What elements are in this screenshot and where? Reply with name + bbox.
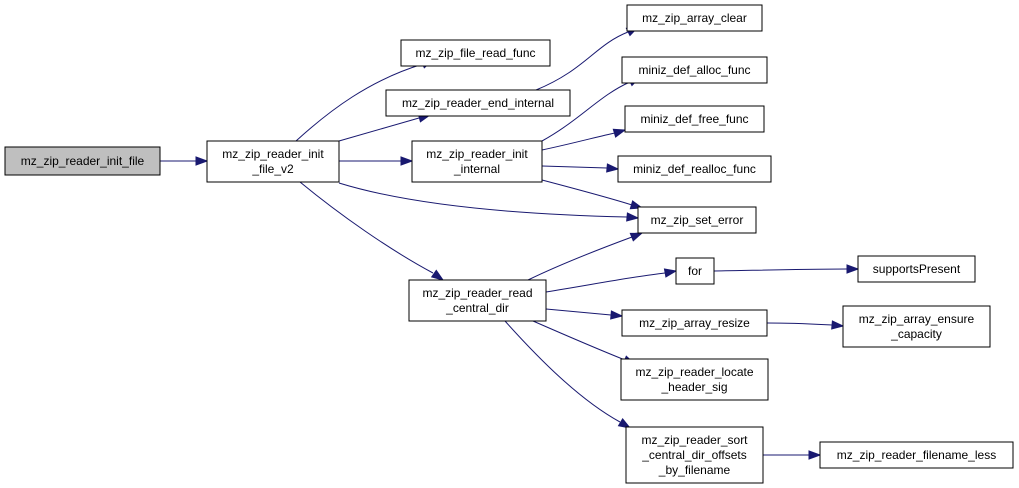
node-label: _capacity	[890, 327, 942, 341]
node-label: miniz_def_free_func	[640, 112, 748, 126]
node-mz-zip-array-ensure-capacity[interactable]: mz_zip_array_ensure_capacity	[842, 305, 991, 348]
arrowhead	[612, 128, 627, 138]
edge-sort-to-fnless	[763, 450, 822, 460]
node-mz-zip-reader-read-central-dir[interactable]: mz_zip_reader_read_central_dir	[408, 279, 547, 322]
node-mz-zip-reader-filename-less[interactable]: mz_zip_reader_filename_less	[819, 441, 1014, 469]
node-miniz-def-alloc-func[interactable]: miniz_def_alloc_func	[621, 56, 768, 84]
edge-line	[295, 63, 424, 142]
arrowhead	[831, 320, 845, 330]
arrowhead	[629, 232, 644, 242]
node-mz-zip-reader-init-file[interactable]: mz_zip_reader_init_file	[4, 146, 161, 176]
node-label: _central_dir	[445, 301, 509, 315]
edge-line	[535, 31, 629, 91]
node-label: _internal	[453, 162, 500, 176]
edge-resize-to-ensure	[766, 320, 845, 330]
edge-line	[532, 320, 626, 361]
edge-for-to-supports	[713, 264, 860, 274]
edge-line	[541, 179, 633, 206]
node-for[interactable]: for	[675, 257, 715, 285]
node-label: mz_zip_file_read_func	[415, 46, 535, 60]
arrowhead	[606, 163, 620, 173]
node-supports-present[interactable]: supportsPresent	[857, 255, 976, 283]
node-label: supportsPresent	[873, 262, 961, 276]
edge-line	[541, 165, 608, 169]
node-mz-zip-reader-end-internal[interactable]: mz_zip_reader_end_internal	[385, 89, 571, 117]
node-label: _central_dir_offsets	[641, 448, 747, 462]
node-mz-zip-reader-init-internal[interactable]: mz_zip_reader_init_internal	[411, 140, 543, 183]
edge-v2-to-endint	[338, 113, 432, 142]
edge-root-to-v2	[160, 156, 209, 166]
node-label: _by_filename	[658, 463, 731, 477]
edge-line	[766, 322, 833, 326]
edge-line	[299, 181, 434, 274]
arrowhead	[400, 156, 414, 166]
edge-v2-to-readcd	[299, 181, 445, 281]
node-label: mz_zip_reader_init	[426, 147, 528, 161]
arrowhead	[846, 264, 860, 274]
edge-line	[541, 81, 631, 142]
edge-readcd-to-for	[545, 268, 678, 293]
node-mz-zip-reader-sort-central-dir-offsets[interactable]: mz_zip_reader_sort_central_dir_offsets_b…	[625, 426, 764, 484]
edge-line	[504, 320, 621, 423]
node-label: mz_zip_array_clear	[642, 11, 747, 25]
node-mz-zip-reader-init-file-v2[interactable]: mz_zip_reader_init_file_v2	[206, 140, 340, 183]
arrowhead	[430, 269, 445, 281]
node-label: mz_zip_reader_locate	[635, 365, 753, 379]
edge-line	[338, 182, 628, 218]
arrowhead	[626, 212, 640, 222]
node-label: mz_zip_reader_sort	[641, 433, 748, 447]
arrowhead	[617, 418, 632, 429]
node-label: mz_zip_set_error	[651, 213, 744, 227]
edge-v2-to-seterr	[338, 182, 640, 222]
node-mz-zip-array-clear[interactable]: mz_zip_array_clear	[626, 4, 763, 32]
node-miniz-def-realloc-func[interactable]: miniz_def_realloc_func	[617, 155, 772, 183]
node-label: mz_zip_array_resize	[639, 316, 750, 330]
node-label: _header_sig	[660, 380, 727, 394]
arrowhead	[195, 156, 209, 166]
edge-line	[527, 236, 633, 281]
arrowhead	[808, 450, 822, 460]
edge-readcd-to-seterr	[527, 232, 644, 281]
node-label: mz_zip_reader_init	[222, 147, 324, 161]
edge-initint-to-realloc	[541, 163, 620, 173]
node-label: _file_v2	[251, 162, 294, 176]
edge-readcd-to-locate	[532, 320, 637, 365]
edge-initint-to-seterr	[541, 179, 644, 210]
node-label: for	[688, 264, 702, 278]
node-mz-zip-reader-locate-header-sig[interactable]: mz_zip_reader_locate_header_sig	[620, 358, 769, 401]
node-label: mz_zip_reader_end_internal	[402, 96, 554, 110]
edge-line	[545, 308, 612, 316]
arrowhead	[610, 310, 624, 320]
node-mz-zip-array-resize[interactable]: mz_zip_array_resize	[621, 309, 768, 337]
edge-readcd-to-resize	[545, 308, 624, 320]
edge-line	[541, 132, 616, 151]
arrowhead	[663, 268, 678, 278]
edge-readcd-to-sort	[504, 320, 632, 429]
node-label: mz_zip_reader_read	[422, 286, 532, 300]
edge-line	[713, 268, 848, 272]
edge-line	[338, 117, 420, 142]
node-mz-zip-set-error[interactable]: mz_zip_set_error	[637, 206, 757, 234]
node-label: mz_zip_reader_init_file	[21, 154, 145, 168]
node-miniz-def-free-func[interactable]: miniz_def_free_func	[624, 105, 765, 133]
node-label: miniz_def_alloc_func	[638, 63, 750, 77]
edge-initint-to-free	[541, 128, 627, 151]
edge-v2-to-initint	[339, 156, 414, 166]
node-mz-zip-file-read-func[interactable]: mz_zip_file_read_func	[400, 39, 551, 67]
edge-line	[545, 272, 666, 293]
node-label: mz_zip_array_ensure	[859, 312, 975, 326]
node-label: miniz_def_realloc_func	[633, 162, 756, 176]
node-label: mz_zip_reader_filename_less	[837, 448, 996, 462]
